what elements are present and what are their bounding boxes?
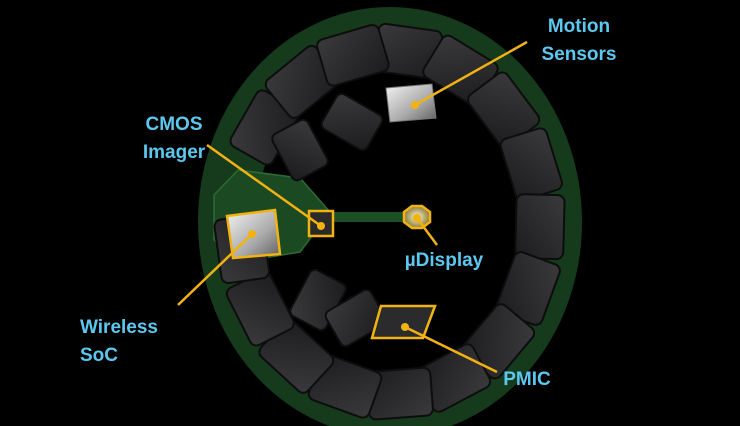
label-cmos-imager-line2: Imager bbox=[142, 142, 206, 163]
label-motion-sensors: Motion Sensors bbox=[531, 13, 627, 69]
callout-cmos-imager bbox=[206, 143, 322, 228]
ring-tile-inner bbox=[324, 288, 388, 348]
ring-tile-inner bbox=[320, 92, 384, 152]
motion-sensor-chip bbox=[385, 83, 437, 123]
label-wireless-soc-line1: Wireless bbox=[80, 317, 158, 338]
pcb-trace bbox=[330, 212, 408, 222]
ring-tile bbox=[514, 193, 566, 261]
callout-wireless-soc bbox=[177, 233, 253, 306]
callout-udisplay bbox=[415, 217, 439, 246]
label-motion-sensors-line2: Sensors bbox=[541, 44, 617, 65]
label-wireless-soc-line2: SoC bbox=[80, 345, 118, 366]
callout-dots bbox=[248, 101, 421, 331]
ring-tile-inner bbox=[271, 118, 329, 182]
label-pmic-text: PMIC bbox=[503, 369, 551, 390]
label-udisplay-text: µDisplay bbox=[404, 250, 484, 271]
dot-cmos-imager bbox=[317, 222, 325, 230]
dot-motion-sensors bbox=[411, 101, 419, 109]
pmic-chip bbox=[370, 304, 437, 340]
callout-pmic bbox=[404, 325, 498, 374]
label-udisplay: µDisplay bbox=[393, 247, 495, 275]
dot-wireless-soc bbox=[248, 230, 256, 238]
dot-udisplay bbox=[413, 214, 421, 222]
label-cmos-imager-line1: CMOS bbox=[145, 114, 203, 135]
label-pmic: PMIC bbox=[496, 366, 558, 394]
ring-tile bbox=[316, 23, 390, 87]
dot-pmic bbox=[401, 323, 409, 331]
callout-motion-sensors bbox=[414, 40, 528, 107]
label-cmos-imager: CMOS Imager bbox=[130, 111, 218, 167]
label-wireless-soc: Wireless SoC bbox=[80, 314, 180, 370]
callout-lines bbox=[177, 40, 528, 374]
label-motion-sensors-line1: Motion bbox=[547, 16, 611, 37]
